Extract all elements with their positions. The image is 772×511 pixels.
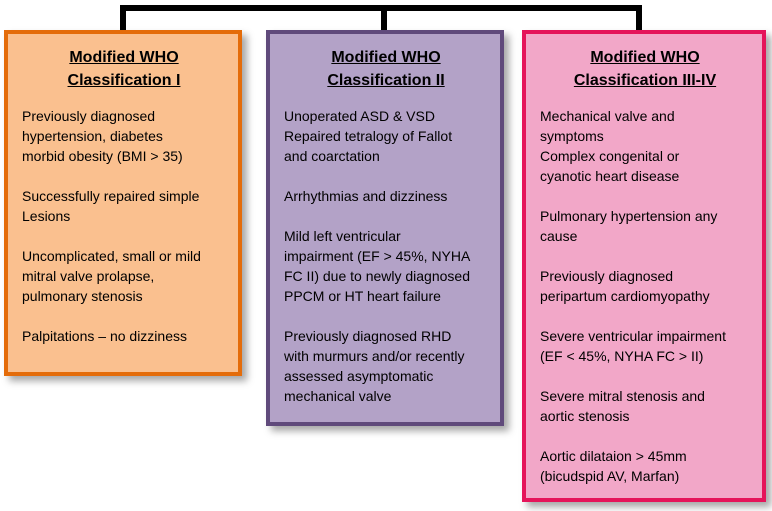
list-item-line: Repaired tetralogy of Fallot [284,128,453,144]
list-item: Pulmonary hypertension any cause [540,206,750,246]
list-item-line: mechanical valve [284,388,392,404]
list-item: Severe ventricular impairment (EF < 45%, … [540,326,750,366]
list-item-line: Mild left ventricular [284,228,401,244]
title-line: Classification I [67,72,181,89]
box-title: Modified WHO Classification II [284,46,488,92]
list-item-line: cyanotic heart disease [540,168,680,184]
list-item-line: impairment (EF > 45%, NYHA [284,248,471,264]
list-item-line: and coarctation [284,148,380,164]
list-item: Unoperated ASD & VSD Repaired tetralogy o… [284,106,488,166]
list-item-line: Unoperated ASD & VSD [284,108,435,124]
box-title: Modified WHO Classification III-IV [540,46,750,92]
list-item-line: PPCM or HT heart failure [284,288,441,304]
list-item: Previously diagnosed RHD with murmurs and… [284,326,488,406]
list-item-line: pulmonary stenosis [22,288,143,304]
list-item: Palpitations – no dizziness [22,326,226,346]
connector-left [120,5,126,31]
list-item-line: symptoms [540,128,604,144]
list-item-line: Palpitations – no dizziness [22,328,187,344]
list-item-line: Previously diagnosed RHD [284,328,452,344]
box-classification-iii-iv: Modified WHO Classification III-IV Mecha… [522,30,766,502]
box-title: Modified WHO Classification I [22,46,226,92]
list-item-line: morbid obesity (BMI > 35) [22,148,183,164]
list-item-line: (bicudspid AV, Marfan) [540,468,680,484]
title-line: Classification III-IV [573,72,717,89]
list-item-line: Severe ventricular impairment [540,328,726,344]
list-item-line: (EF < 45%, NYHA FC > II) [540,348,704,364]
list-item-line: Severe mitral stenosis and [540,388,705,404]
box-item-list: Unoperated ASD & VSD Repaired tetralogy o… [284,106,488,406]
list-item-line: FC II) due to newly diagnosed [284,268,470,284]
list-item: Mild left ventricular impairment (EF > 45… [284,226,488,306]
list-item: Arrhythmias and dizziness [284,186,488,206]
box-item-list: Previously diagnosed hypertension, diabet… [22,106,226,346]
list-item-line: Aortic dilataion > 45mm [540,448,687,464]
list-item-line: mitral valve prolapse, [22,268,155,284]
list-item-line: Successfully repaired simple [22,188,200,204]
connector-right [636,5,642,31]
list-item-line: Lesions [22,208,71,224]
list-item-line: Complex congenital or [540,148,680,164]
list-item: Severe mitral stenosis and aortic stenosi… [540,386,750,426]
title-line: Modified WHO [590,49,700,66]
list-item: Uncomplicated, small or mild mitral valve… [22,246,226,306]
list-item: Previously diagnosed peripartum cardiomyo… [540,266,750,306]
list-item-line: Pulmonary hypertension any [540,208,718,224]
list-item-line: Previously diagnosed [540,268,674,284]
box-classification-ii: Modified WHO Classification II Unoperate… [266,30,504,426]
list-item: Aortic dilataion > 45mm (bicudspid AV, Ma… [540,446,750,486]
title-line: Classification II [327,72,445,89]
list-item-line: assessed asymptomatic [284,368,434,384]
list-item-line: Previously diagnosed [22,108,156,124]
list-item-line: peripartum cardiomyopathy [540,288,710,304]
list-item-line: aortic stenosis [540,408,630,424]
list-item-line: with murmurs and/or recently [284,348,465,364]
box-classification-i: Modified WHO Classification I Previously… [4,30,242,376]
list-item-line: Mechanical valve and [540,108,675,124]
title-line: Modified WHO [331,49,441,66]
list-item-line: hypertension, diabetes [22,128,163,144]
list-item-line: Uncomplicated, small or mild [22,248,201,264]
list-item-line: cause [540,228,578,244]
list-item-line: Arrhythmias and dizziness [284,188,448,204]
list-item: Previously diagnosed hypertension, diabet… [22,106,226,166]
title-line: Modified WHO [69,49,179,66]
connector-middle [381,5,387,31]
